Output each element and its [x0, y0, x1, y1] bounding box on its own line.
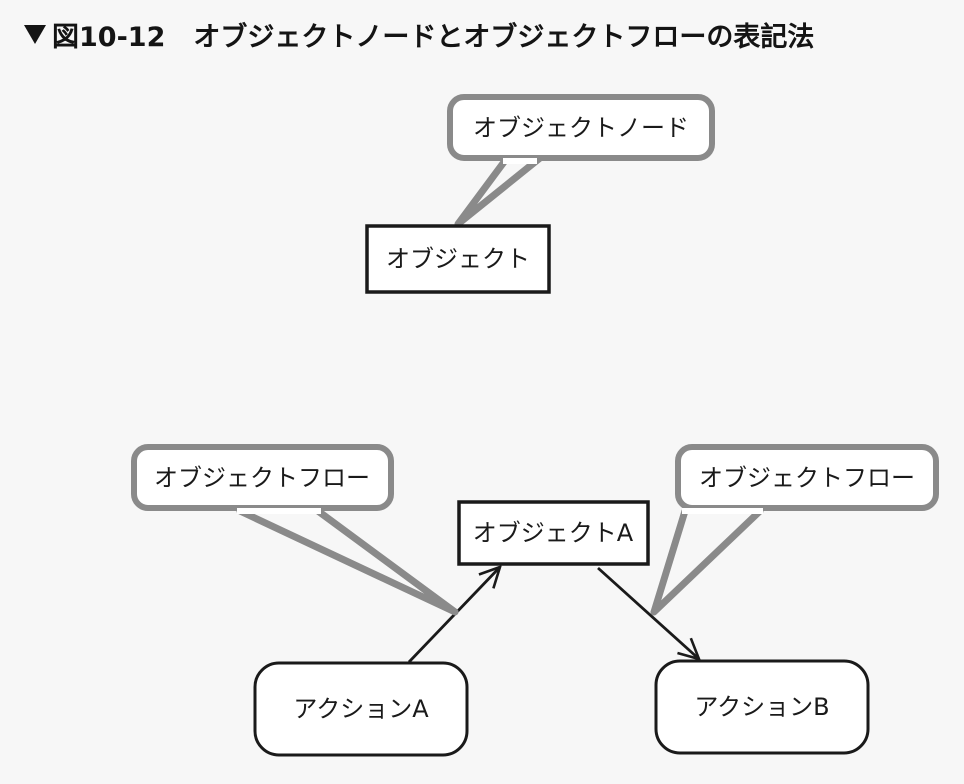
action-a-label: アクションA: [293, 695, 429, 723]
flow-arrow-object-to-action-b: [597, 566, 699, 659]
object-node-a-label: オブジェクトA: [473, 519, 634, 547]
object-flow-callout-left: オブジェクトフロー: [131, 444, 459, 616]
object-node-a-box: [457, 500, 650, 566]
callout-tail: [236, 507, 459, 616]
callout-bubble: [675, 444, 939, 511]
callout-label: オブジェクトノード: [473, 114, 689, 142]
object-node: オブジェクト: [365, 224, 551, 294]
action-a: アクションA: [253, 661, 469, 757]
callout-label: オブジェクトフロー: [699, 464, 915, 492]
action-b-box: [654, 659, 870, 755]
action-b-label: アクションB: [694, 693, 829, 721]
action-b: アクションB: [654, 659, 870, 755]
action-a-box: [253, 661, 469, 757]
callout-tail: [454, 154, 544, 228]
object-node-a: オブジェクトA: [457, 500, 650, 566]
object-node-label: オブジェクト: [386, 245, 530, 273]
figure-title: 図10-12 オブジェクトノードとオブジェクトフローの表記法: [24, 12, 814, 56]
callout-tail: [650, 507, 764, 616]
figure-number: 図10-12: [52, 21, 166, 53]
object-node-callout: オブジェクトノード: [447, 94, 715, 228]
object-flow-callout-right: オブジェクトフロー: [650, 444, 939, 616]
object-node-box: [365, 224, 551, 294]
figure-caption: オブジェクトノードとオブジェクトフローの表記法: [193, 21, 815, 53]
callout-label: オブジェクトフロー: [154, 464, 370, 492]
callout-bubble: [447, 94, 715, 161]
triangle-down-icon: [24, 24, 46, 44]
